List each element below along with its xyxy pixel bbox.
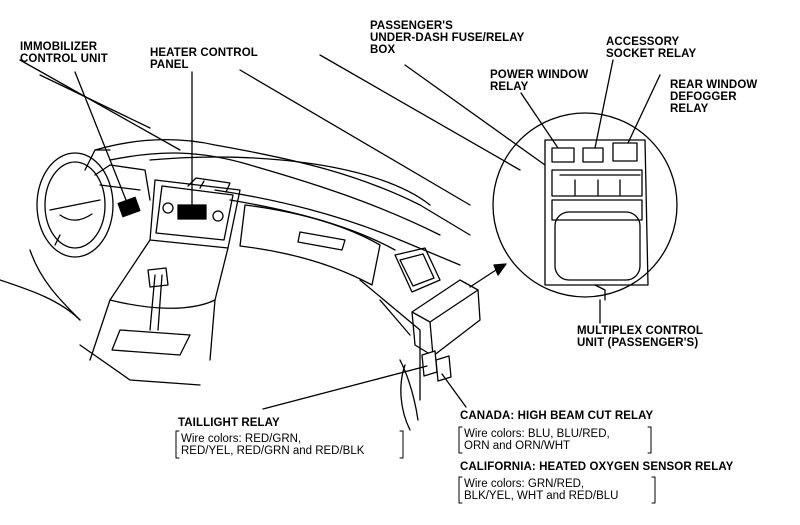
label-accessory-relay: ACCESSORY SOCKET RELAY (606, 36, 697, 60)
label-immobilizer: IMMOBILIZER CONTROL UNIT (20, 41, 108, 65)
label-rear-defogger-relay: REAR WINDOW DEFOGGER RELAY (670, 79, 758, 115)
note-brackets (175, 426, 656, 504)
label-california-relay: CALIFORNIA: HEATED OXYGEN SENSOR RELAY (460, 461, 734, 473)
label-multiplex-control-unit: MULTIPLEX CONTROL UNIT (PASSENGER'S) (577, 325, 704, 349)
label-heater-control-panel: HEATER CONTROL PANEL (150, 47, 258, 71)
dashboard-outline (94, 138, 471, 431)
label-taillight-relay: TAILLIGHT RELAY (178, 417, 280, 429)
kick-panel-relays (421, 350, 452, 382)
leader-lines (74, 59, 661, 410)
steering-wheel (0, 149, 151, 321)
fuse-box-detail (492, 112, 678, 301)
canada-wire-colors: Wire colors: BLU, BLU/RED, ORN and ORN/W… (464, 428, 610, 452)
california-wire-colors: Wire colors: GRN/RED, BLK/YEL, WHT and R… (464, 478, 619, 502)
label-fuse-box: PASSENGER'S UNDER-DASH FUSE/RELAY BOX (370, 20, 525, 56)
windshield-lines (19, 54, 521, 206)
taillight-wire-colors: Wire colors: RED/GRN, RED/YEL, RED/GRN a… (181, 433, 365, 457)
label-power-window-relay: POWER WINDOW RELAY (490, 69, 589, 93)
callout-arrow (469, 263, 507, 288)
fuse-box-module (411, 279, 481, 357)
center-console (79, 177, 241, 386)
label-canada-relay: CANADA: HIGH BEAM CUT RELAY (460, 410, 654, 422)
